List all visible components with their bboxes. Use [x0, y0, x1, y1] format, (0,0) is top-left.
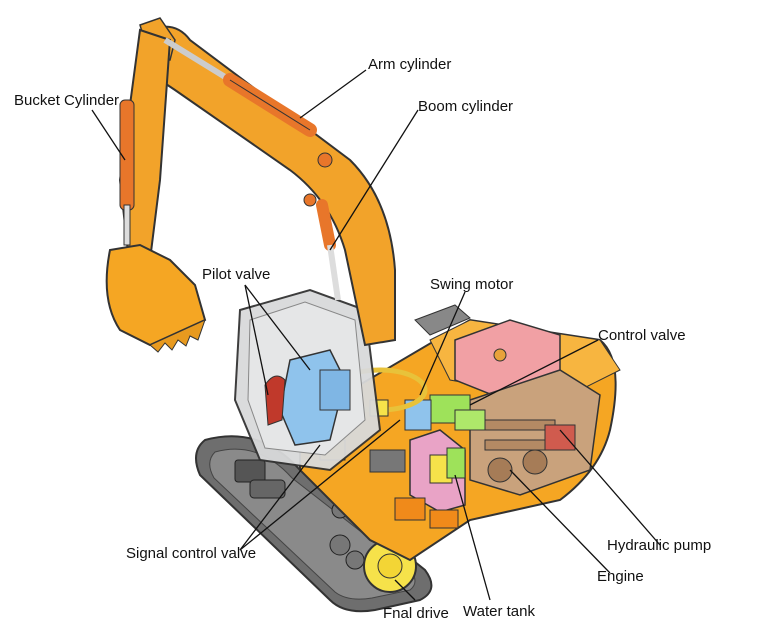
- label-pilot-valve: Pilot valve: [202, 266, 271, 283]
- engine: [469, 369, 601, 496]
- bucket: [105, 243, 207, 353]
- label-engine: Engine: [597, 568, 644, 585]
- leader-lines: [91, 69, 661, 601]
- label-final-drive: Fnal drive: [383, 605, 449, 622]
- water-tank: [409, 429, 466, 513]
- boom-cylinder: [316, 199, 341, 301]
- component-box: [429, 509, 459, 529]
- label-signal-control-valve: Signal control valve: [126, 545, 257, 562]
- label-hydraulic-pump: Hydraulic pump: [607, 537, 712, 554]
- label-water-tank: Water tank: [463, 603, 535, 620]
- label-boom-cylinder: Boom cylinder: [418, 98, 514, 115]
- operator-cab: [233, 288, 382, 472]
- arm-cylinder: [163, 37, 317, 137]
- label-arm-cylinder: Arm cylinder: [368, 56, 452, 73]
- bucket-cylinder: [119, 99, 135, 246]
- component-box: [394, 497, 426, 521]
- component-box: [369, 449, 406, 473]
- label-swing-motor: Swing motor: [430, 276, 514, 293]
- control-valve: [404, 394, 486, 431]
- label-control-valve: Control valve: [598, 327, 686, 344]
- label-bucket-cylinder: Bucket Cylinder: [14, 92, 120, 109]
